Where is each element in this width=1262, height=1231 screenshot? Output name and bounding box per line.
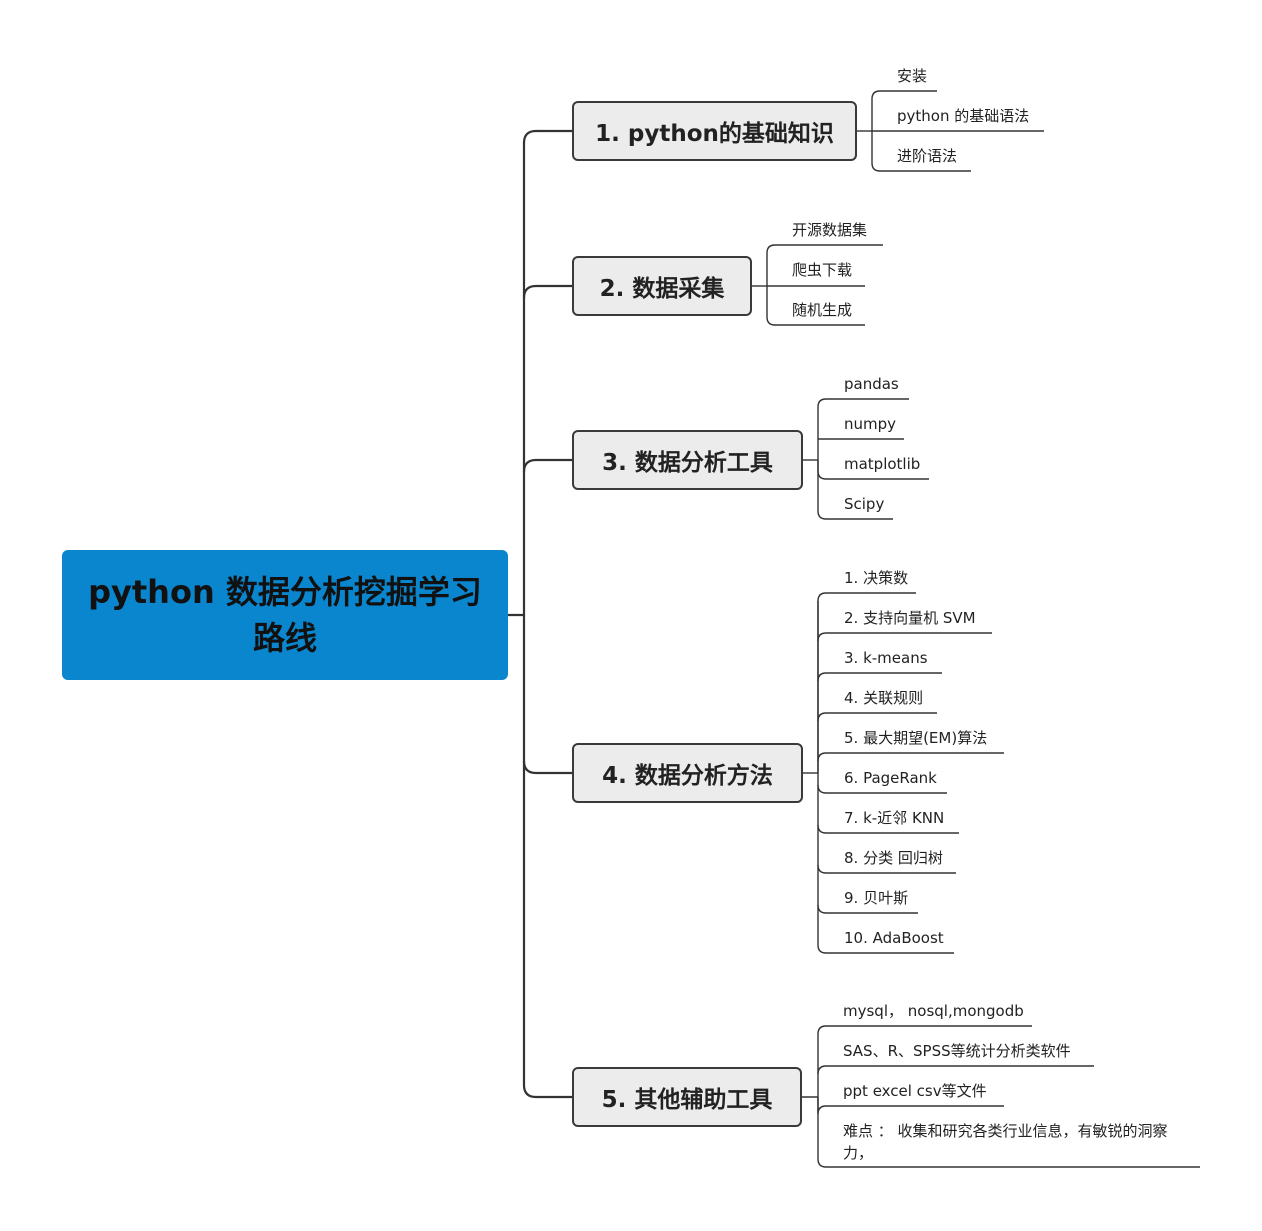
leaf-item[interactable]: 5. 最大期望(EM)算法 [844,729,988,747]
branch-analysis-methods[interactable]: 4. 数据分析方法 [572,743,803,803]
leaf-item[interactable]: Scipy [844,495,885,513]
leaf-item[interactable]: 安装 [897,67,928,85]
leaf-item[interactable]: ppt excel csv等文件 [843,1082,987,1100]
leaf-item[interactable]: 进阶语法 [897,147,958,165]
branch-label: 1. python的基础知识 [595,121,834,147]
leaf-item[interactable]: python 的基础语法 [897,107,1030,125]
leaf-item[interactable]: 8. 分类 回归树 [844,849,943,867]
leaf-item[interactable]: 难点 ： 收集和研究各类行业信息，有敏锐的洞察力， [843,1122,1168,1162]
branch-auxiliary-tools[interactable]: 5. 其他辅助工具 [572,1067,802,1127]
leaf-item[interactable]: 随机生成 [792,301,853,319]
leaf-item[interactable]: 1. 决策数 [844,569,909,587]
branch-label: 5. 其他辅助工具 [601,1087,773,1113]
branch-analysis-tools[interactable]: 3. 数据分析工具 [572,430,803,490]
leaf-item[interactable]: pandas [844,375,899,393]
leaf-item[interactable]: 3. k-means [844,649,928,667]
branch-label: 4. 数据分析方法 [602,763,773,789]
leaf-item[interactable]: 4. 关联规则 [844,689,924,707]
leaf-item[interactable]: 6. PageRank [844,769,937,787]
leaf-item[interactable]: 开源数据集 [792,221,868,239]
leaf-item[interactable]: matplotlib [844,455,921,473]
leaf-item[interactable]: numpy [844,415,897,433]
leaf-item[interactable]: 10. AdaBoost [844,929,944,947]
leaf-item[interactable]: 7. k-近邻 KNN [844,809,945,827]
branch-data-collection[interactable]: 2. 数据采集 [572,256,752,316]
leaf-item[interactable]: SAS、R、SPSS等统计分析类软件 [843,1042,1071,1060]
branch-label: 2. 数据采集 [599,276,725,302]
branch-python-basics[interactable]: 1. python的基础知识 [572,101,857,161]
root-topic[interactable]: python 数据分析挖掘学习路线 [62,550,508,680]
leaf-item[interactable]: 爬虫下载 [792,261,853,279]
leaf-item[interactable]: 9. 贝叶斯 [844,889,909,907]
leaf-item[interactable]: 2. 支持向量机 SVM [844,609,976,627]
branch-label: 3. 数据分析工具 [602,450,773,476]
leaf-item[interactable]: mysql， nosql,mongodb [843,1002,1024,1020]
root-title: python 数据分析挖掘学习路线 [88,573,482,657]
